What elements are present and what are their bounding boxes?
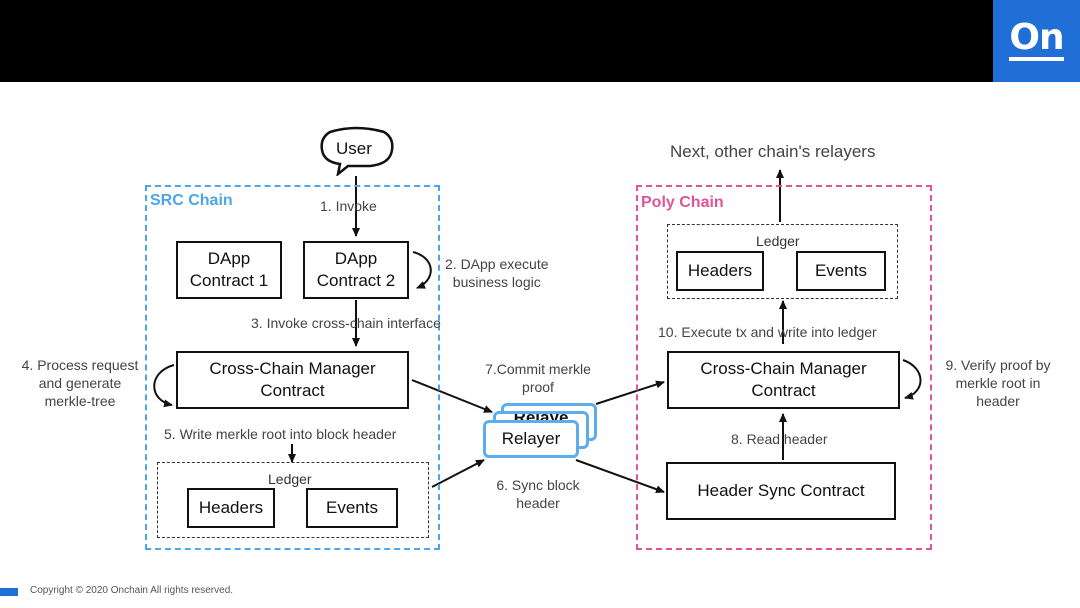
poly-ledger-title: Ledger (756, 233, 800, 249)
step-3-label: 3. Invoke cross-chain interface (251, 315, 441, 331)
src-ledger-events: Events (306, 488, 398, 528)
arrow-poly-ccm-self-loop (902, 359, 922, 400)
poly-ledger-events: Events (796, 251, 886, 291)
top-bar (0, 0, 1080, 82)
arrow-relayer-to-header-sync (575, 459, 665, 494)
onchain-logo: On (993, 0, 1080, 82)
src-chain-region (145, 185, 440, 550)
step-1-label: 1. Invoke (320, 198, 377, 214)
header-sync-contract: Header Sync Contract (666, 462, 896, 520)
poly-ledger-region (667, 224, 898, 299)
src-ledger-region (157, 462, 429, 538)
step-5-label: 5. Write merkle root into block header (164, 426, 397, 442)
src-ledger-title: Ledger (268, 471, 312, 487)
poly-ledger-headers: Headers (676, 251, 764, 291)
next-relayers-label: Next, other chain's relayers (670, 142, 876, 161)
arrow-ledger-to-relayer (431, 459, 485, 488)
step-8-label: 8. Read header (731, 431, 828, 447)
poly-chain-title: Poly Chain (641, 194, 724, 211)
src-ledger-headers: Headers (187, 488, 275, 528)
step-10-label: 10. Execute tx and write into ledger (658, 324, 877, 340)
src-chain-title: SRC Chain (150, 192, 233, 209)
arrow-ccm-to-relayer (411, 379, 493, 413)
footer-accent (0, 588, 18, 596)
arrow-dapp2-self-loop (412, 251, 432, 289)
arrow-ccm-self-loop (153, 364, 175, 408)
copyright-text: Copyright © 2020 Onchain All rights rese… (30, 585, 234, 596)
user-label: User (336, 139, 372, 158)
relayer-card: Relayer (483, 420, 579, 458)
user-bubble (320, 126, 394, 176)
arrow-relayer-to-poly-ccm (595, 380, 665, 405)
poly-chain-region (636, 185, 932, 550)
